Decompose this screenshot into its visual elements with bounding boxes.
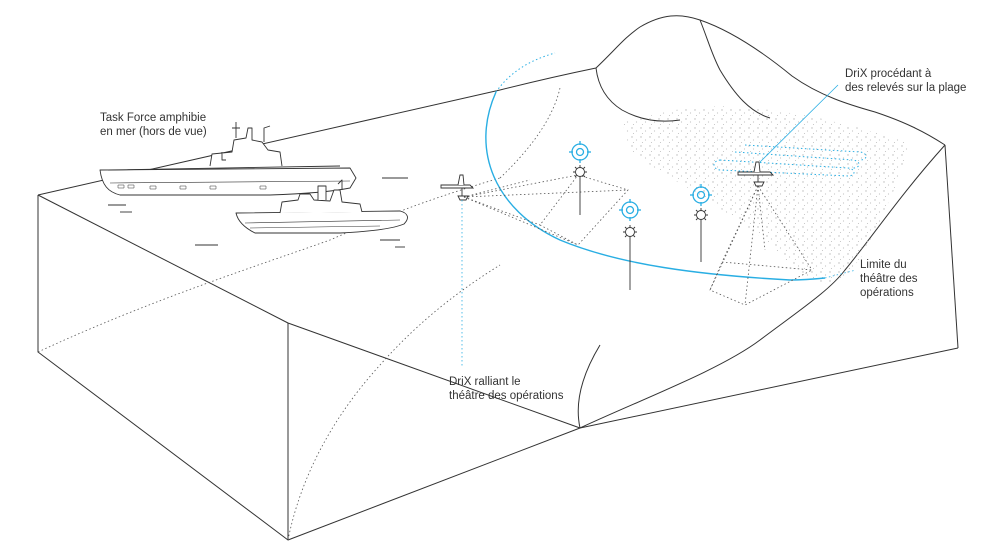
theatre-limit-arc xyxy=(485,91,826,281)
drix-drone-icon xyxy=(737,161,775,187)
theatre-limit-boundary xyxy=(485,52,857,281)
front-face-bottom xyxy=(287,427,581,541)
seabed-slope xyxy=(577,344,601,429)
sonar-beam-survey xyxy=(709,185,814,306)
task-force-label-line1: Task Force amphibie xyxy=(100,112,207,124)
naval-mine-icon xyxy=(573,165,587,179)
drix-beach-label: DriX procédant à des relevés sur la plag… xyxy=(845,67,966,95)
target-icon xyxy=(619,199,641,221)
frigate-icon xyxy=(235,179,408,234)
survey-track xyxy=(713,144,867,177)
beach-front-edge xyxy=(579,144,946,429)
theatre-limit-label-line3: opérations xyxy=(860,287,914,299)
front-bottom-edge xyxy=(579,347,959,429)
target-icon xyxy=(569,141,591,163)
theatre-limit-label: Limite du théâtre des opérations xyxy=(860,258,918,300)
theatre-limit-label-line2: théâtre des xyxy=(860,273,918,285)
naval-mine-icon xyxy=(623,225,637,239)
right-face-edge xyxy=(944,144,959,349)
depth-contours xyxy=(37,87,561,541)
theatre-limit-label-line1: Limite du xyxy=(860,259,907,271)
naval-mine-icon xyxy=(694,208,708,222)
drix-beach-group xyxy=(709,84,867,306)
detected-targets xyxy=(569,141,712,290)
sonar-beam-rallying xyxy=(463,174,629,246)
drix-beach-leader xyxy=(759,84,839,163)
drix-beach-label-line2: des relevés sur la plage xyxy=(845,82,967,94)
drix-rallying-label: DriX ralliant le théâtre des opérations xyxy=(449,375,563,403)
drix-rallying-label-line2: théâtre des opérations xyxy=(449,390,564,402)
left-face xyxy=(37,195,289,541)
water-lines xyxy=(108,177,408,248)
target-icon xyxy=(690,184,712,206)
front-top-edge xyxy=(287,322,581,429)
drix-beach-label-line1: DriX procédant à xyxy=(845,68,932,80)
terrain-block xyxy=(37,15,959,541)
task-force-label-line2: en mer (hors de vue) xyxy=(100,126,207,138)
mountain-slope xyxy=(699,19,771,119)
theatre-limit-leader xyxy=(824,269,857,279)
drix-rallying-group xyxy=(440,174,629,368)
sea-left-edge xyxy=(37,194,289,324)
drix-rallying-label-line1: DriX ralliant le xyxy=(449,376,521,388)
theatre-limit-arc-dotted xyxy=(495,52,556,93)
amphibious-ship-icon xyxy=(99,122,357,196)
drix-drone-icon xyxy=(440,174,475,201)
task-force-label: Task Force amphibie en mer (hors de vue) xyxy=(100,111,207,139)
